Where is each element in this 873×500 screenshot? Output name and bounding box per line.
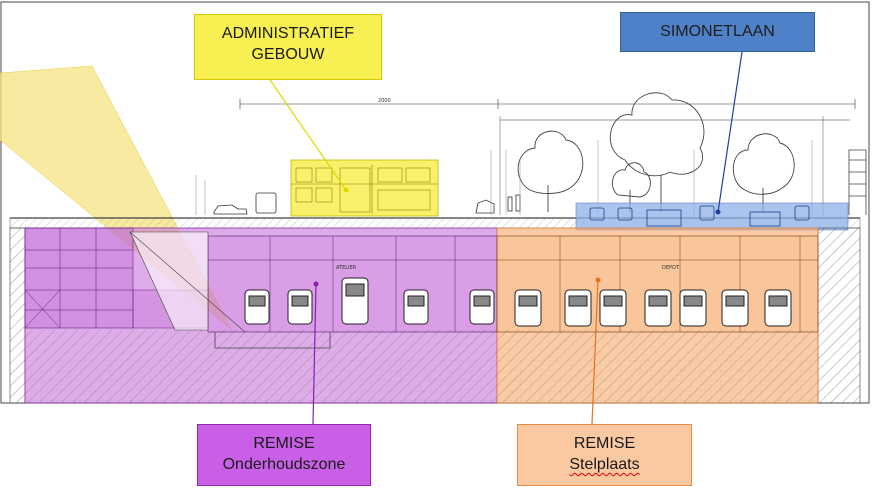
parking-zone: DEPOT (496, 227, 819, 404)
leader-onderhoud (312, 283, 317, 425)
tram (244, 289, 270, 325)
access-ramp (129, 231, 209, 331)
dimension-text: 2000 (378, 98, 391, 104)
label-remise-left-line1: REMISE (253, 435, 315, 452)
right-wall (817, 227, 861, 404)
label-remise-right-line1: REMISE (573, 435, 636, 452)
tram (721, 289, 749, 327)
surface-ticks (195, 140, 813, 215)
tram (287, 289, 313, 325)
tram (599, 289, 627, 327)
tram (564, 289, 592, 327)
label-remise-stelplaats: REMISE Stelplaats (517, 424, 692, 486)
simonetlaan-vehicles (589, 205, 810, 227)
trams (244, 277, 792, 327)
simonetlaan-band (575, 202, 849, 231)
tram (341, 277, 369, 325)
tram (644, 289, 672, 327)
depot-text: DEPOT (662, 265, 680, 271)
label-administratief-line1: ADMINISTRATIEF (221, 25, 355, 42)
tram (764, 289, 792, 327)
label-simonetlaan: SIMONETLAAN (620, 12, 815, 52)
leader-lines (269, 51, 743, 425)
atelier-text: ATELIER (336, 265, 357, 271)
label-administratief-line2: GEBOUW (251, 46, 325, 63)
leader-admin (269, 79, 347, 191)
right-building (848, 149, 867, 215)
leader-simonetlaan (717, 51, 743, 213)
label-administratief-gebouw: ADMINISTRATIEF GEBOUW (194, 14, 382, 80)
tram (514, 289, 542, 327)
street-vehicles (213, 192, 521, 215)
left-wall (9, 227, 26, 404)
leader-stelplaats (591, 279, 599, 425)
inspection-pit (214, 332, 331, 349)
administrative-building (290, 159, 439, 217)
label-remise-left-line2: Onderhoudszone (222, 456, 346, 473)
label-simonetlaan-text: SIMONETLAAN (660, 23, 775, 40)
tram (679, 289, 707, 327)
label-remise-onderhoudszone: REMISE Onderhoudszone (197, 424, 371, 486)
label-remise-right-line2: Stelplaats (569, 456, 640, 473)
tram (469, 289, 495, 325)
tram (403, 289, 429, 325)
